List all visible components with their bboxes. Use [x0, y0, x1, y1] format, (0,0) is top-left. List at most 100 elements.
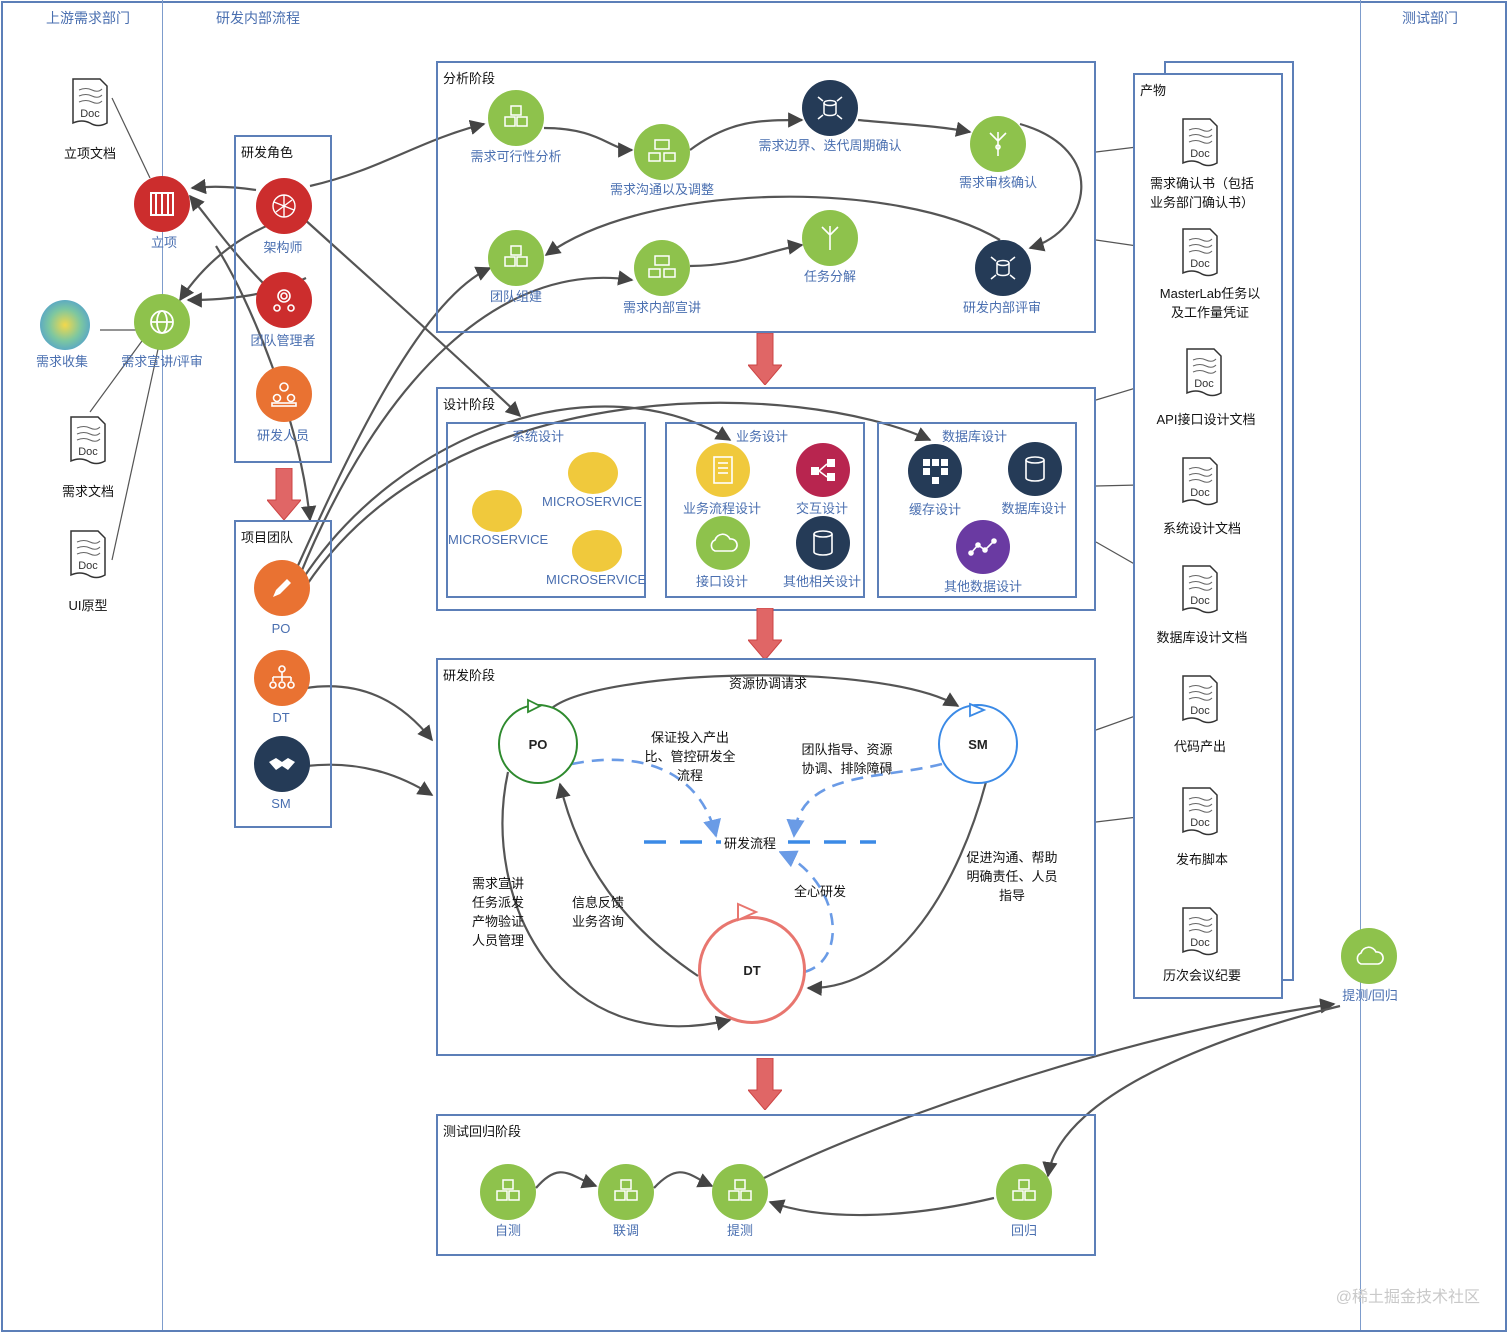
business-flow-label: 业务流程设计: [682, 501, 762, 516]
other-data-design-icon[interactable]: [956, 520, 1010, 574]
analysis-n3-icon[interactable]: [802, 80, 858, 136]
analysis-n1-label: 需求可行性分析: [470, 149, 562, 164]
artifact-label-7: 发布脚本: [1175, 852, 1229, 867]
other-data-design-label: 其他数据设计: [943, 579, 1023, 594]
analysis-n7-icon[interactable]: [634, 240, 690, 296]
interaction-design-label: 交互设计: [795, 501, 849, 516]
architect-label: 架构师: [263, 240, 303, 255]
database-merge-icon: [817, 96, 843, 120]
dev-box: 研发阶段: [436, 658, 1096, 1056]
group-icon: [271, 382, 297, 407]
analysis-n2-icon[interactable]: [634, 124, 690, 180]
business-flow-icon[interactable]: [696, 443, 750, 497]
roles-to-team-arrow: [267, 468, 301, 520]
xuqiu-shouji-globe-icon[interactable]: [40, 300, 90, 350]
artifact-label-4: 系统设计文档: [1162, 521, 1242, 536]
architect-icon[interactable]: [256, 178, 312, 234]
pencil-icon: [273, 579, 291, 597]
microservice-label-3: MICROSERVICE: [546, 572, 647, 587]
lixiang-label: 立项: [150, 235, 178, 250]
artifact-doc-icon: Doc: [1180, 563, 1220, 615]
server-icon: [713, 456, 733, 484]
submit-test-icon[interactable]: [712, 1164, 768, 1220]
ui-doc-label: UI原型: [68, 598, 108, 613]
analysis-n1-icon[interactable]: [488, 90, 544, 146]
dev-po-node[interactable]: PO: [498, 704, 578, 784]
artifacts-box: 产物: [1133, 73, 1283, 999]
api-design-icon[interactable]: [696, 516, 750, 570]
developer-label: 研发人员: [256, 428, 310, 443]
team-manager-label: 团队管理者: [250, 333, 316, 348]
molecule-icon: [811, 459, 835, 481]
org-chart-icon: [269, 665, 295, 689]
interaction-design-icon[interactable]: [796, 443, 850, 497]
lane-title-upstream: 上游需求部门: [46, 10, 130, 26]
microservice-icon-1[interactable]: [568, 452, 618, 494]
sm-to-dt-note: 促进沟通、帮助 明确责任、人员 指导: [966, 848, 1057, 905]
microservice-label-1: MICROSERVICE: [542, 494, 643, 509]
microservice-label-2: MICROSERVICE: [448, 532, 549, 547]
split-tasks-icon: [821, 226, 839, 250]
po-role-icon[interactable]: [254, 560, 310, 616]
cubes-icon-4: [614, 1179, 638, 1201]
analysis-n6-icon[interactable]: [802, 210, 858, 266]
database-design-title: 数据库设计: [942, 429, 1008, 444]
doc-icon-ui: Doc: [68, 528, 108, 580]
sm-role-label: SM: [271, 796, 291, 811]
tester-cloud-icon[interactable]: [1341, 928, 1397, 984]
design-to-dev-arrow: [748, 608, 782, 660]
xuqiu-xuanjiang-label: 需求宣讲/评审: [121, 354, 203, 369]
team-box: 项目团队: [234, 520, 332, 828]
dev-sm-label: SM: [968, 736, 988, 752]
team-manager-icon[interactable]: [256, 272, 312, 328]
dev-dt-label: DT: [743, 962, 761, 978]
svg-text:Doc: Doc: [78, 446, 98, 458]
lane-title-testing: 测试部门: [1402, 10, 1458, 26]
analysis-n2-label: 需求沟通以及调整: [609, 182, 715, 197]
xuqiu-xuanjiang-icon[interactable]: [134, 294, 190, 350]
cache-design-icon[interactable]: [908, 444, 962, 498]
cubes-icon: [504, 105, 528, 127]
other-design-icon[interactable]: [796, 516, 850, 570]
sm-role-icon[interactable]: [254, 736, 310, 792]
cloud-icon: [710, 533, 738, 552]
xuqiu-shouji-label: 需求收集: [35, 354, 89, 369]
po-role-label: PO: [271, 621, 291, 636]
resource-request-note: 资源协调请求: [728, 676, 808, 691]
svg-text:Doc: Doc: [80, 108, 100, 120]
watermark: @稀土掘金技术社区: [1335, 1289, 1480, 1306]
joint-debug-icon[interactable]: [598, 1164, 654, 1220]
gate-icon: [150, 192, 174, 216]
analysis-n8-label: 团队组建: [489, 289, 543, 304]
analysis-to-design-arrow: [748, 333, 782, 385]
artifact-label-1: 需求确认书（包括 业务部门确认书）: [1149, 176, 1255, 210]
xuqiu-doc-label: 需求文档: [61, 484, 115, 499]
team-title: 项目团队: [241, 530, 294, 545]
artifact-doc-icon: Doc: [1180, 905, 1220, 957]
artifact-doc-icon: Doc: [1180, 785, 1220, 837]
right-note-text: 促进沟通、帮助 明确责任、人员 指导: [966, 850, 1058, 903]
self-test-icon[interactable]: [480, 1164, 536, 1220]
roles-box: 研发角色: [234, 135, 332, 463]
sm-responsibility-note: 团队指导、资源 协调、排除障碍: [801, 740, 892, 778]
artifact-label-2: MasterLab任务以 及工作量凭证: [1159, 286, 1261, 320]
analysis-n5-icon[interactable]: [975, 240, 1031, 296]
dt-role-icon[interactable]: [254, 650, 310, 706]
microservice-icon-2[interactable]: [472, 490, 522, 532]
analysis-n8-icon[interactable]: [488, 230, 544, 286]
cubes-icon-2: [504, 245, 528, 267]
db-design-icon[interactable]: [1008, 442, 1062, 496]
dev-sm-node[interactable]: SM: [938, 704, 1018, 784]
regression-icon[interactable]: [996, 1164, 1052, 1220]
svg-text:Doc: Doc: [78, 560, 98, 572]
developer-icon[interactable]: [256, 366, 312, 422]
database-review-icon: [990, 256, 1016, 280]
microservice-icon-3[interactable]: [572, 530, 622, 572]
analysis-n4-icon[interactable]: [970, 116, 1026, 172]
lixiang-gate-icon[interactable]: [134, 176, 190, 232]
dev-dt-node[interactable]: DT: [698, 916, 806, 1024]
dt-role-label: DT: [272, 710, 290, 725]
analysis-n7-label: 需求内部宣讲: [622, 300, 702, 315]
dev-po-label: PO: [528, 736, 548, 752]
